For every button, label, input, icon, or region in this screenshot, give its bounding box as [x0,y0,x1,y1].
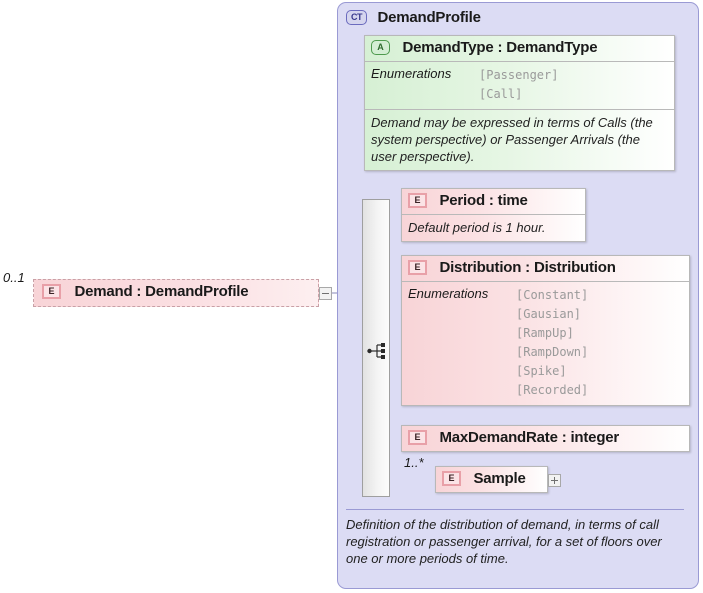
sequence-compositor[interactable] [362,199,390,497]
sample-cardinality-label: 1..* [404,455,424,470]
sequence-icon [367,343,385,359]
enum-item: [Call] [479,87,523,101]
e-icon: E [408,430,427,446]
complex-type-demandprofile: CT DemandProfile A DemandType : DemandTy… [337,2,699,589]
element-maxdemandrate-header: E MaxDemandRate : integer [402,426,689,451]
enum-item: [Gausian] [516,307,582,321]
e-icon: E [408,260,427,276]
attribute-demandtype-label: DemandType : DemandType [402,39,598,57]
complex-type-header: CT DemandProfile [346,9,481,27]
element-distribution-label: Distribution : Distribution [439,259,616,277]
element-distribution[interactable]: E Distribution : Distribution Enumeratio… [401,255,690,406]
element-period-header: E Period : time [402,189,585,215]
complex-type-documentation: Definition of the distribution of demand… [346,509,684,567]
attribute-demandtype[interactable]: A DemandType : DemandType Enumerations [… [364,35,675,171]
e-icon: E [442,471,461,487]
element-maxdemandrate[interactable]: E MaxDemandRate : integer [401,425,690,452]
element-demand-label: Demand : DemandProfile [74,283,249,301]
demand-cardinality-label: 0..1 [3,270,25,285]
enumerations-values: [Constant] [Gausian] [RampUp] [RampDown]… [516,286,588,400]
element-period-label: Period : time [439,192,528,210]
element-period-documentation: Default period is 1 hour. [408,220,546,235]
element-distribution-header: E Distribution : Distribution [402,256,689,282]
e-icon: E [408,193,427,209]
a-icon: A [371,40,390,56]
enum-item: [RampUp] [516,326,574,340]
element-sample[interactable]: E Sample [435,466,548,493]
element-demand[interactable]: E Demand : DemandProfile [33,279,319,307]
enum-item: [Spike] [516,364,567,378]
sample-expand-toggle[interactable] [548,474,561,487]
element-maxdemandrate-label: MaxDemandRate : integer [439,429,620,447]
e-icon: E [42,284,61,300]
ct-icon: CT [346,10,367,26]
enumerations-label: Enumerations [408,286,489,301]
enum-item: [Recorded] [516,383,589,397]
enum-item: [RampDown] [516,345,589,359]
complex-type-title: DemandProfile [377,9,481,27]
attribute-documentation: Demand may be expressed in terms of Call… [371,115,653,164]
attribute-enumerations-row: Enumerations [Passenger] [Call] [365,62,674,110]
enum-item: [Passenger] [479,68,559,82]
attribute-demandtype-header: A DemandType : DemandType [365,36,674,62]
element-period[interactable]: E Period : time Default period is 1 hour… [401,188,586,242]
element-sample-label: Sample [473,470,526,488]
element-distribution-enumerations-row: Enumerations [Constant] [Gausian] [RampU… [402,282,689,405]
enumerations-label: Enumerations [371,66,452,81]
enum-item: [Constant] [516,288,589,302]
demand-collapse-toggle[interactable] [319,287,332,300]
element-sample-header: E Sample [436,467,547,492]
enumerations-values: [Passenger] [Call] [479,66,558,104]
